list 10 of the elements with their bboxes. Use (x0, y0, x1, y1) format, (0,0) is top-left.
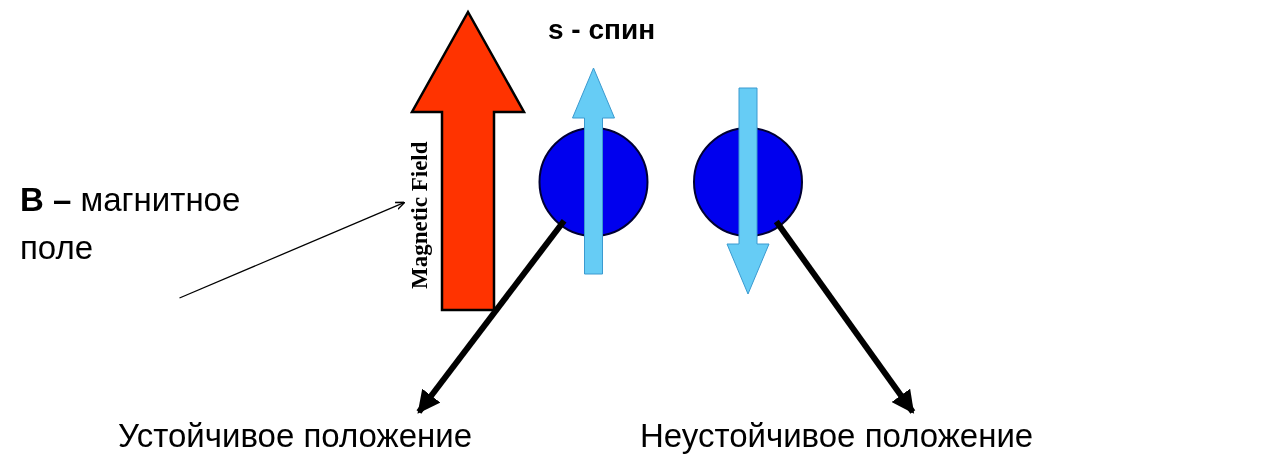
arrow-caption: Magnetic Field (406, 140, 433, 291)
arrow (178, 201, 406, 299)
title-text: s - спин (548, 14, 656, 46)
spin-particle-drawing (692, 86, 804, 296)
arrow (773, 219, 916, 414)
spin-particle-drawing (538, 66, 649, 276)
arrow (416, 218, 567, 414)
caption-text: Неустойчивое положение (640, 416, 1035, 456)
caption-text: B – магнитное поле (20, 180, 242, 268)
caption-text: Устойчивое положение (118, 416, 473, 456)
